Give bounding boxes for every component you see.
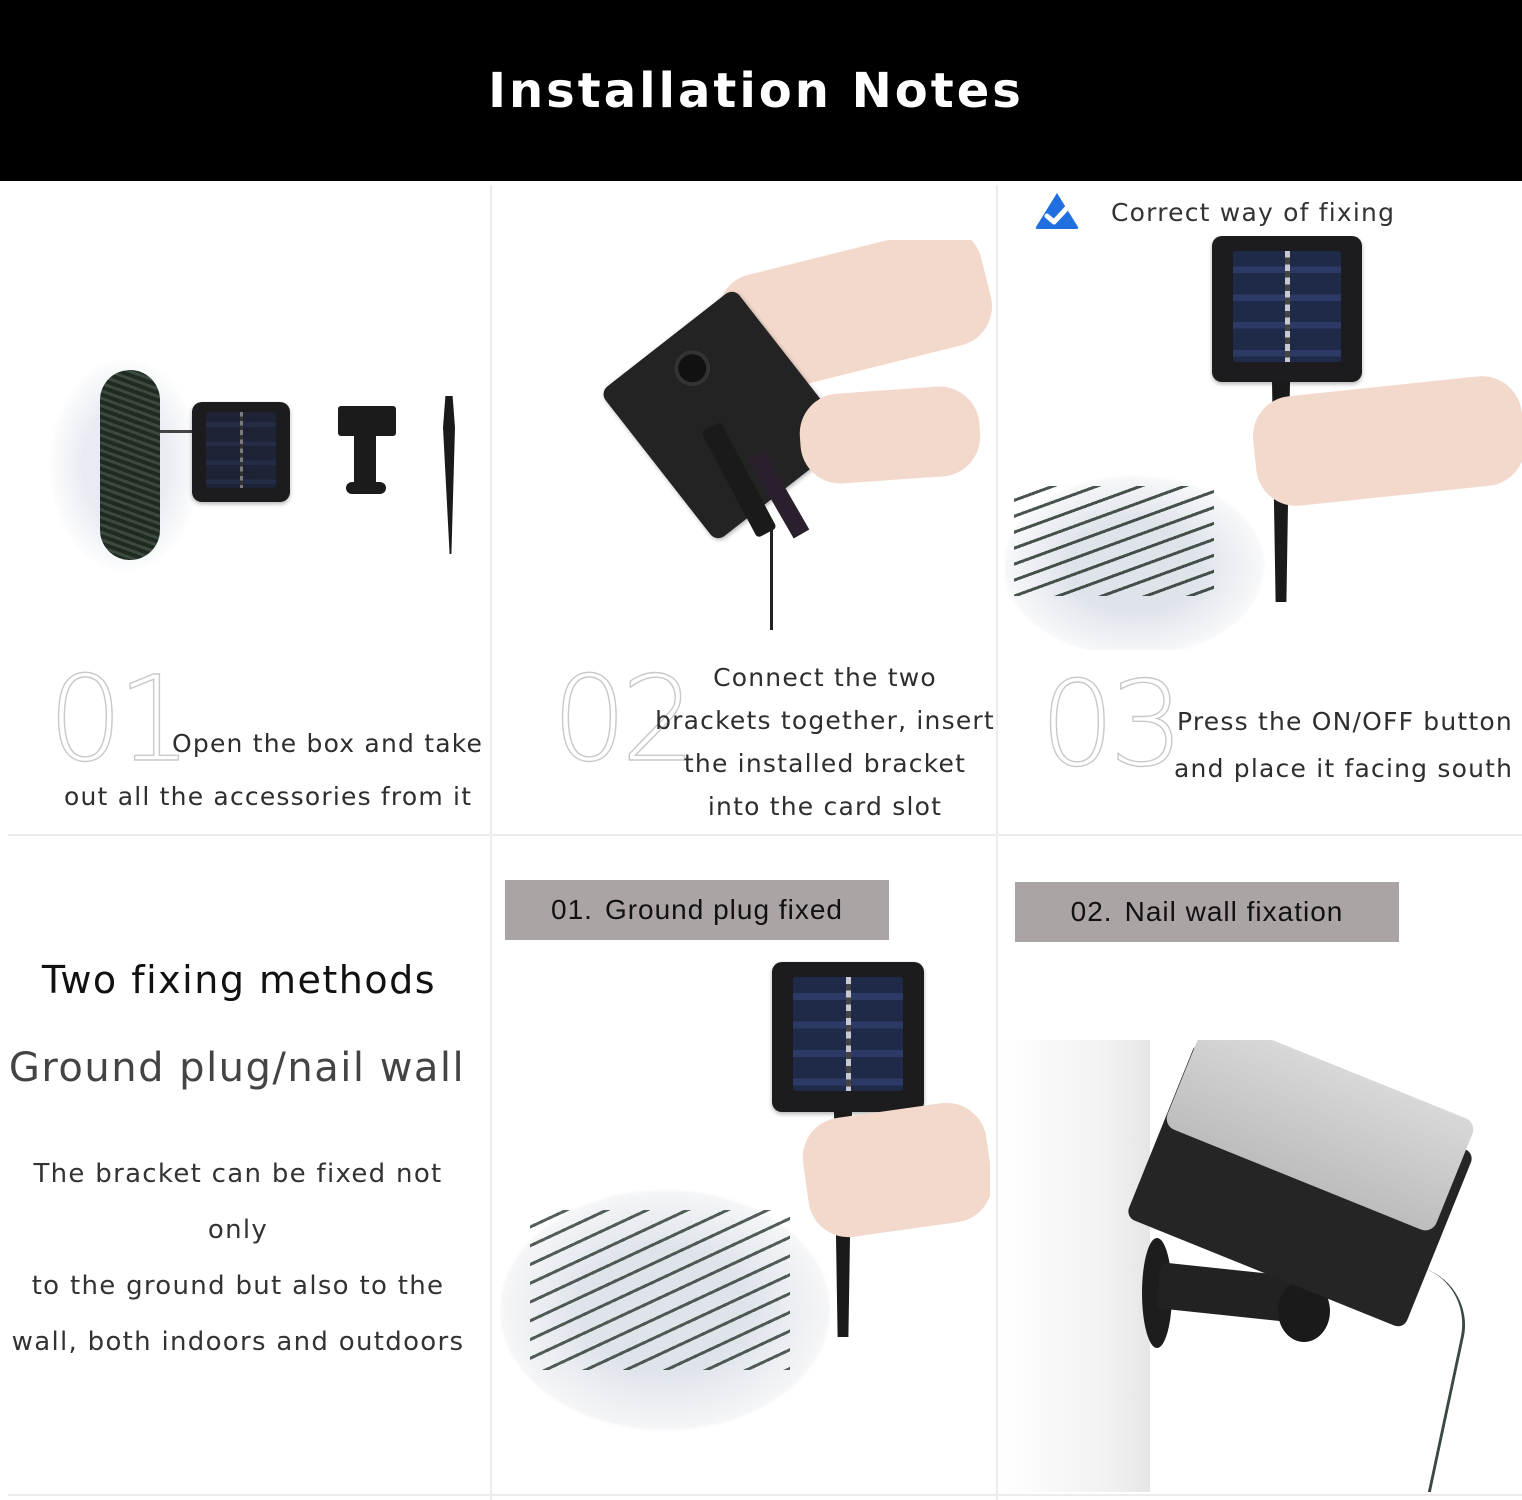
step-02-text-line2: brackets together, insert bbox=[655, 706, 995, 735]
correct-way-label: Correct way of fixing bbox=[1111, 197, 1396, 227]
connect-brackets-photo bbox=[500, 240, 996, 640]
step-number-01: 01 bbox=[47, 650, 193, 788]
tag-nail-wall-label: Nail wall fixation bbox=[1124, 896, 1344, 927]
hand bbox=[1248, 372, 1522, 510]
step-02-text-line4: into the card slot bbox=[707, 792, 943, 821]
solar-panel bbox=[192, 402, 290, 502]
tag-ground-plug: 01. Ground plug fixed bbox=[505, 880, 889, 940]
step-02-text-line3: the installed bracket bbox=[683, 749, 967, 778]
cable bbox=[770, 530, 773, 630]
light-wires bbox=[530, 1210, 790, 1370]
bracket-base bbox=[346, 482, 386, 494]
ground-plug-photo bbox=[500, 960, 990, 1490]
divider-horizontal bbox=[8, 834, 1522, 836]
check-triangle-icon bbox=[1033, 190, 1081, 234]
step-number-03: 03 bbox=[1039, 655, 1185, 793]
cable bbox=[160, 430, 196, 433]
step-03-text-line2: and place it facing south bbox=[1174, 754, 1514, 783]
wall-mount-photo bbox=[1000, 1040, 1522, 1492]
wall-surface bbox=[1000, 1040, 1150, 1492]
divider-bottom bbox=[8, 1494, 1522, 1496]
ground-stake bbox=[443, 396, 455, 554]
light-wires bbox=[1014, 486, 1214, 596]
page-header: Installation Notes bbox=[0, 0, 1522, 181]
step-01-text-line1: Open the box and take bbox=[172, 729, 484, 758]
accessories-photo bbox=[30, 330, 480, 600]
step-02-text-line1: Connect the two bbox=[713, 663, 937, 692]
solar-panel bbox=[772, 962, 924, 1112]
methods-description: The bracket can be fixed not only to the… bbox=[0, 1146, 476, 1370]
step-02-text: Connect the two brackets together, inser… bbox=[650, 656, 1000, 828]
tag-ground-plug-label: Ground plug fixed bbox=[604, 894, 843, 925]
switch-button bbox=[667, 342, 718, 394]
tag-ground-plug-number: 01. bbox=[551, 894, 593, 925]
solar-panel bbox=[1212, 236, 1362, 382]
methods-description-line1: The bracket can be fixed not only bbox=[33, 1159, 443, 1245]
light-string-bundle bbox=[100, 370, 160, 560]
methods-description-line2: to the ground but also to the bbox=[31, 1271, 445, 1301]
step-number-02: 02 bbox=[551, 650, 697, 788]
step-03-text-line1: Press the ON/OFF button bbox=[1177, 707, 1513, 736]
methods-subtitle: Ground plug/nail wall bbox=[8, 1045, 466, 1091]
correct-fixing-photo bbox=[1004, 236, 1522, 650]
divider-vertical-1 bbox=[490, 185, 492, 1500]
tag-nail-wall-number: 02. bbox=[1070, 896, 1113, 927]
bracket-head bbox=[338, 406, 396, 436]
methods-description-line3: wall, both indoors and outdoors bbox=[11, 1327, 465, 1357]
tag-nail-wall: 02. Nail wall fixation bbox=[1015, 882, 1399, 942]
hand-bottom bbox=[797, 383, 983, 487]
divider-vertical-2 bbox=[996, 185, 998, 1500]
page-title: Installation Notes bbox=[488, 62, 1024, 119]
methods-title: Two fixing methods bbox=[41, 958, 437, 1002]
correct-way-badge: Correct way of fixing bbox=[1033, 190, 1395, 234]
step-01-text-line2: out all the accessories from it bbox=[64, 782, 473, 811]
bracket-arm bbox=[354, 434, 376, 486]
hand bbox=[797, 1097, 990, 1243]
